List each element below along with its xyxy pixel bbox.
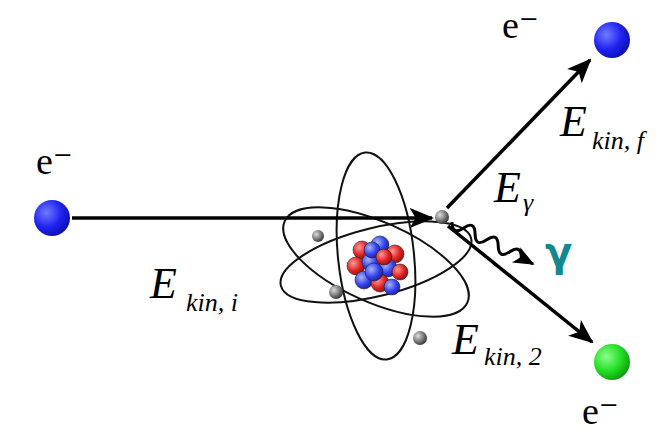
photon-symbol: γ <box>545 232 572 272</box>
incident-track <box>72 216 432 220</box>
particle-symbol: e⁻ <box>582 392 619 430</box>
energy-symbol: E <box>452 318 479 362</box>
particle-symbol: e⁻ <box>502 6 539 44</box>
struck-electron <box>435 210 449 224</box>
incident-electron <box>34 200 70 236</box>
photon-wave <box>452 222 533 264</box>
energy-symbol: E <box>494 166 521 210</box>
energy-subscript: kin, 2 <box>484 344 542 370</box>
ejected-electron <box>594 344 630 380</box>
energy-subscript: γ <box>523 190 533 216</box>
bound-electrons <box>312 230 427 345</box>
electron-orbits <box>268 149 483 364</box>
energy-symbol: E <box>560 100 587 144</box>
particle-symbol: e⁻ <box>36 142 73 180</box>
energy-subscript: kin, f <box>592 128 644 154</box>
scattered-electron <box>594 22 630 58</box>
nucleus <box>347 236 408 295</box>
energy-subscript: kin, i <box>186 290 238 316</box>
energy-symbol: E <box>150 262 177 306</box>
